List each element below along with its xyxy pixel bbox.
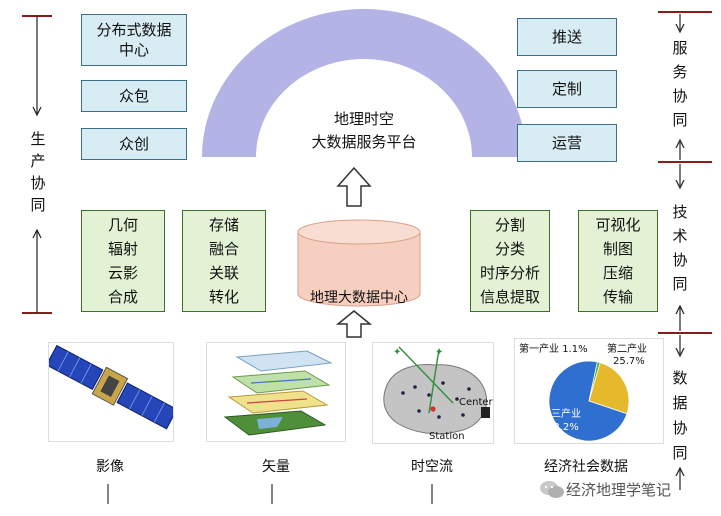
box-label: 众包 — [118, 87, 149, 105]
data-collab-label: 数 据 协 同 — [668, 366, 692, 466]
right-collab-brackets — [658, 11, 712, 490]
production-collab-label: 生 产 协 同 — [26, 128, 50, 216]
box-customize: 定制 — [517, 70, 617, 108]
box-label: 运营 — [551, 134, 582, 152]
platform-title: 地理时空 大数据服务平台 — [294, 108, 434, 154]
up-arrow-icon — [336, 310, 372, 338]
satellite-image — [48, 342, 174, 442]
technical-collab-label: 技 术 协 同 — [668, 200, 692, 296]
label-char: 同 — [672, 444, 688, 462]
label-char: 据 — [672, 394, 688, 412]
pie-slice — [588, 361, 601, 402]
pie-value-secondary: 25.7% — [613, 356, 645, 367]
pie-label-primary: 第一产业 1.1% — [519, 342, 588, 355]
box-visualization: 可视化 制图 压缩 传输 — [578, 210, 658, 312]
box-crowd-innovation: 众创 — [81, 128, 187, 160]
box-line: 转化 — [208, 288, 239, 306]
box-distributed-datacenter: 分布式数据 中心 — [81, 14, 187, 66]
source-caption-vector: 矢量 — [262, 459, 290, 475]
box-line: 云影 — [107, 264, 138, 282]
box-line: 压缩 — [602, 264, 633, 282]
source-caption-imagery: 影像 — [96, 459, 124, 475]
box-line: 合成 — [107, 288, 138, 306]
datacenter-label: 地理大数据中心 — [310, 290, 408, 306]
box-analysis: 分割 分类 时序分析 信息提取 — [470, 210, 550, 312]
source-caption-socioeconomic: 经济社会数据 — [544, 459, 628, 475]
label-char: 协 — [30, 174, 46, 192]
label-char: 同 — [30, 196, 46, 214]
label-char: 数 — [672, 369, 688, 387]
label-char: 技 — [672, 203, 688, 221]
source-caption-spatiotemporal: 时空流 — [411, 459, 453, 475]
industry-pie-chart: 第一产业 1.1% 第二产业 25.7% 第三产业 73.2% — [514, 338, 664, 444]
label-char: 协 — [672, 87, 688, 105]
box-crowdsourcing: 众包 — [81, 80, 187, 112]
service-collab-label: 服 务 协 同 — [668, 36, 692, 132]
svg-text:✦: ✦ — [393, 347, 401, 358]
pie-value-tertiary: 73.2% — [547, 422, 579, 433]
bottom-ticks — [107, 484, 433, 504]
wechat-icon — [540, 481, 564, 498]
box-line: 分类 — [494, 240, 525, 258]
pie-slice — [588, 362, 630, 415]
box-line: 制图 — [602, 240, 633, 258]
platform-title-line1: 地理时空 — [333, 110, 394, 128]
label-char: 服 — [672, 39, 688, 57]
label-char: 产 — [30, 152, 46, 170]
station-label: Station — [429, 431, 465, 442]
label-char: 协 — [672, 251, 688, 269]
pie-label-tertiary: 第三产业 — [541, 407, 581, 420]
label-char: 同 — [672, 111, 688, 129]
box-line: 可视化 — [595, 216, 641, 234]
up-arrow-icon — [336, 166, 372, 207]
watermark-text: 经济地理学笔记 — [566, 481, 672, 499]
production-bracket — [22, 15, 52, 314]
svg-text:✦: ✦ — [435, 347, 443, 358]
vector-layers-image — [206, 342, 346, 442]
box-line: 存储 — [208, 216, 239, 234]
platform-title-line2: 大数据服务平台 — [311, 133, 417, 151]
box-storage-fusion: 存储 融合 关联 转化 — [182, 210, 266, 312]
box-label: 众创 — [118, 135, 149, 153]
label-char: 生 — [30, 130, 46, 148]
label-char: 术 — [672, 227, 688, 245]
label-char: 同 — [672, 275, 688, 293]
datacenter-cylinder — [297, 219, 421, 307]
box-geometric-processing: 几何 辐射 云影 合成 — [81, 210, 165, 312]
box-line: 传输 — [602, 288, 633, 306]
label-char: 协 — [672, 419, 688, 437]
box-label: 分布式数据 — [96, 21, 172, 39]
box-label: 推送 — [551, 28, 582, 46]
box-line: 融合 — [208, 240, 239, 258]
label-char: 务 — [672, 63, 688, 81]
box-line: 辐射 — [107, 240, 138, 258]
box-label: 定制 — [551, 80, 582, 98]
box-line: 信息提取 — [479, 288, 540, 306]
spatiotemporal-map: ✦ ✦ Center Station — [372, 342, 494, 444]
box-label: 中心 — [118, 41, 149, 59]
pie-slice — [548, 360, 628, 442]
box-line: 分割 — [494, 216, 525, 234]
box-line: 几何 — [107, 216, 138, 234]
box-push: 推送 — [517, 18, 617, 56]
center-label: Center — [459, 397, 494, 408]
pie-slices — [548, 360, 630, 442]
box-line: 关联 — [208, 264, 239, 282]
pie-label-secondary: 第二产业 — [607, 342, 647, 355]
box-line: 时序分析 — [479, 264, 540, 282]
box-operate: 运营 — [517, 124, 617, 162]
